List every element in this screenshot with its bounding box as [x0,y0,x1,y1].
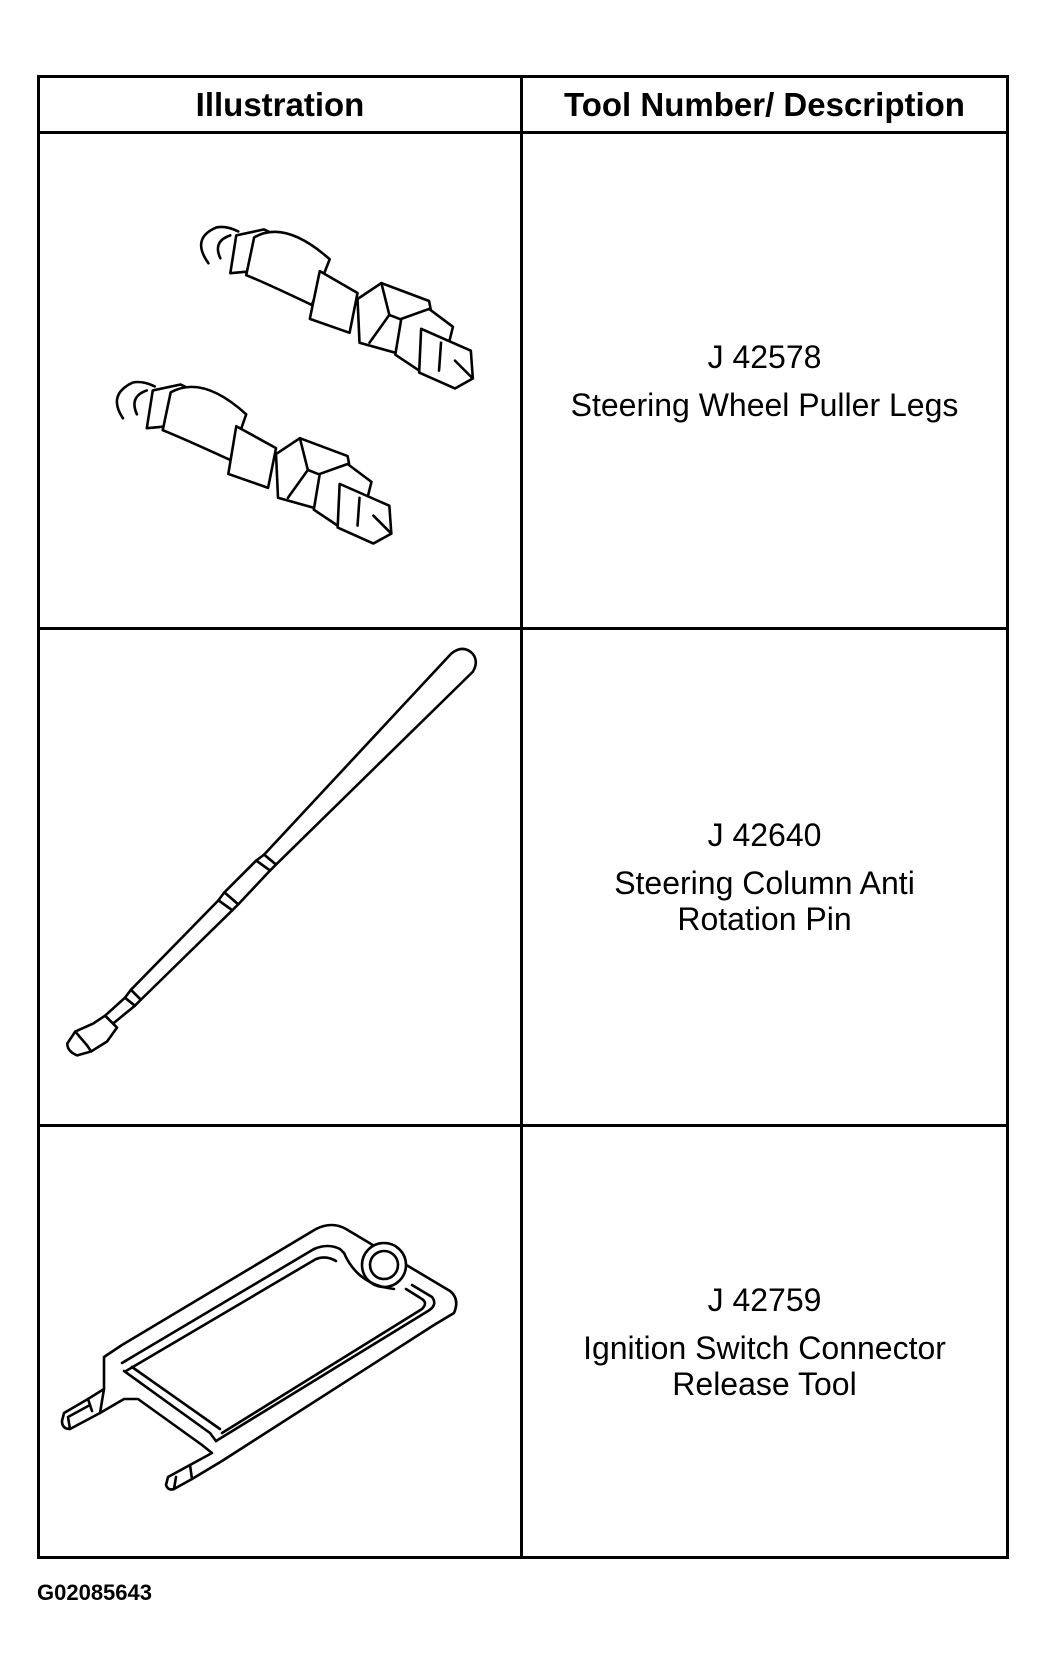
description-cell: J 42759 Ignition Switch Connector Releas… [523,1127,1006,1556]
figure-id: G02085643 [37,1580,152,1605]
tool-description-line: Rotation Pin [677,901,852,937]
connector-release-tool-icon [60,1223,458,1491]
tool-number: J 42759 [707,1281,822,1318]
table-row: J 42578 Steering Wheel Puller Legs [40,134,1006,630]
illustration-cell [40,134,520,627]
header-illustration: Illustration [195,85,365,123]
header-description: Tool Number/ Description [564,85,965,123]
steering-wheel-puller-legs-icon [115,225,475,545]
anti-rotation-pin-icon [65,647,478,1057]
header-row: Illustration Tool Number/ Description [40,78,1006,134]
tool-number: J 42578 [707,338,822,375]
table-row: J 42640 Steering Column Anti Rotation Pi… [40,630,1006,1127]
table-row: J 42759 Ignition Switch Connector Releas… [40,1127,1006,1556]
tools-table: Illustration Tool Number/ Description [37,75,1009,1559]
tool-description-line: Steering Wheel Puller Legs [570,386,959,423]
tool-number: J 42640 [707,817,822,853]
tool-description-line: Release Tool [672,1365,857,1402]
description-cell: J 42578 Steering Wheel Puller Legs [523,134,1006,627]
illustration-cell [40,1127,520,1556]
illustration-cell [40,630,520,1124]
description-cell: J 42640 Steering Column Anti Rotation Pi… [523,630,1006,1124]
column-divider [520,78,523,1556]
tool-description-line: Ignition Switch Connector [583,1329,946,1366]
tool-description-line: Steering Column Anti [614,865,915,901]
